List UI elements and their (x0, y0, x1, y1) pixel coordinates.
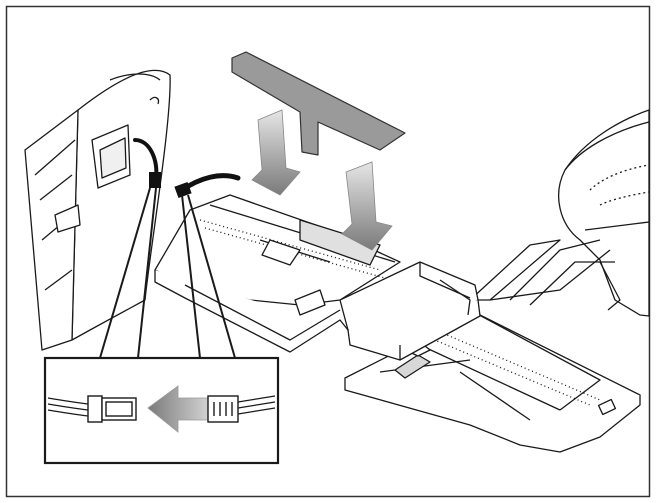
callout-leaders (99, 187, 236, 359)
press-down-right (341, 161, 393, 251)
female-plug (87, 395, 137, 423)
extension-lead (174, 173, 241, 199)
fuselage (469, 109, 650, 317)
vertical-fin (24, 69, 171, 351)
tape-strip (231, 51, 406, 156)
servo-lead-rudder (133, 138, 161, 188)
male-plug (207, 395, 239, 423)
connector-callout (43, 356, 280, 465)
press-down-left (251, 109, 301, 196)
stabilizer-rear (154, 194, 401, 353)
